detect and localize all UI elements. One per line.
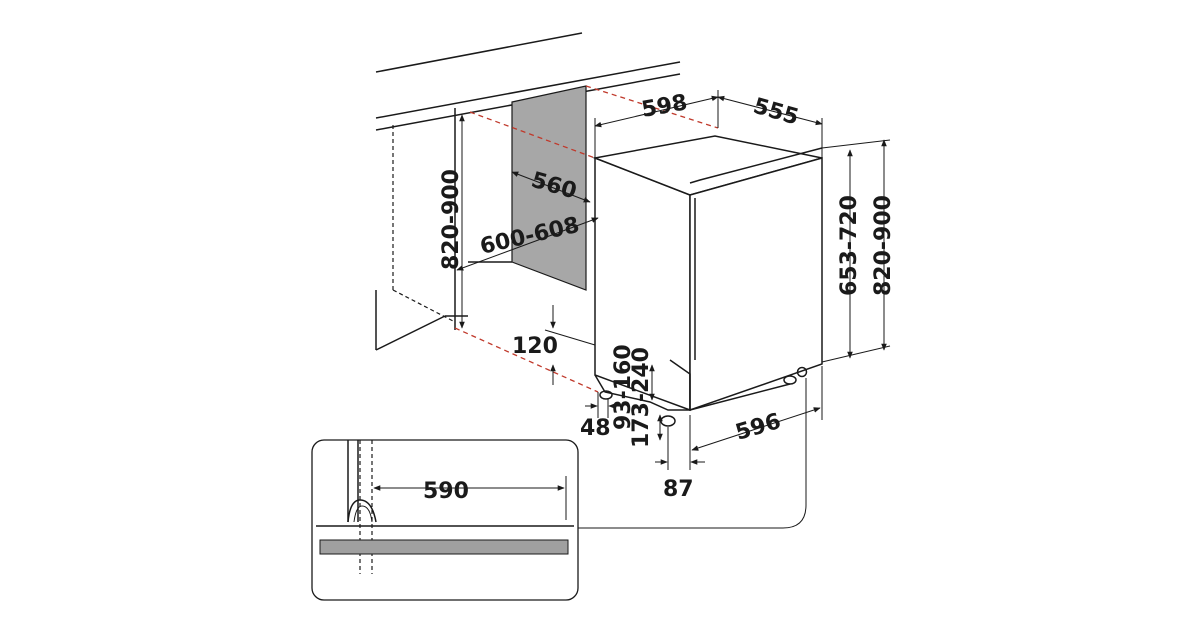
detail-inset [311, 439, 579, 601]
dim-appliance-total-height: 820-900 [871, 195, 896, 296]
dim-foot-range-a: 93-160 [611, 344, 636, 430]
dim-niche-height: 820-900 [439, 169, 464, 270]
dim-foot-range-b: 173-240 [629, 347, 654, 448]
dishwasher-body [592, 135, 823, 412]
dim-appliance-depth: 555 [750, 94, 801, 131]
alignment-guides [454, 85, 719, 393]
dim-appliance-body-height: 653-720 [837, 195, 862, 296]
dim-appliance-width: 598 [640, 90, 690, 123]
dim-plinth-height: 120 [512, 334, 558, 359]
niche-side-wall [375, 108, 468, 351]
dimension-lines [456, 90, 891, 529]
dim-door-swing-clearance: 590 [423, 479, 469, 504]
dim-door-width: 596 [733, 409, 784, 446]
dim-plinth-recess: 48 [580, 416, 611, 441]
dim-door-offset: 87 [663, 477, 694, 502]
